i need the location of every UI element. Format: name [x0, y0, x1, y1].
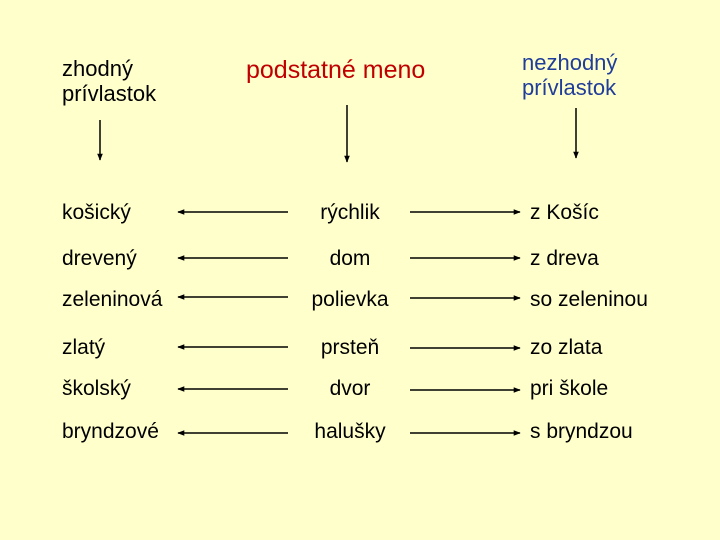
word-middle-2: polievka: [311, 288, 389, 311]
word-middle-5: halušky: [314, 420, 386, 443]
header-left-line2: prívlastok: [62, 81, 157, 107]
header-podstatne-meno: podstatné meno: [246, 56, 426, 84]
word-right-2: so zeleninou: [530, 288, 648, 311]
header-left-line1: zhodný: [62, 56, 133, 81]
word-left-4: školský: [62, 377, 131, 400]
header-zhodny-privlastok: zhodný prívlastok: [62, 56, 156, 107]
header-nezhodny-privlastok: nezhodný prívlastok: [522, 50, 617, 101]
word-middle-0: rýchlik: [320, 201, 380, 224]
header-right-line2: prívlastok: [522, 75, 617, 101]
word-right-0: z Košíc: [530, 201, 599, 224]
word-right-4: pri škole: [530, 377, 609, 400]
word-left-3: zlatý: [62, 336, 106, 359]
word-middle-1: dom: [329, 247, 371, 270]
word-left-0: košický: [62, 201, 131, 224]
word-left-2: zeleninová: [62, 288, 163, 311]
word-left-5: bryndzové: [62, 420, 159, 443]
word-right-5: s bryndzou: [530, 420, 633, 443]
word-right-3: zo zlata: [530, 336, 603, 359]
word-middle-4: dvor: [329, 377, 371, 400]
word-right-1: z dreva: [530, 247, 599, 270]
word-left-1: drevený: [62, 247, 137, 270]
header-right-line1: nezhodný: [522, 50, 618, 75]
word-middle-3: prsteň: [320, 336, 380, 359]
